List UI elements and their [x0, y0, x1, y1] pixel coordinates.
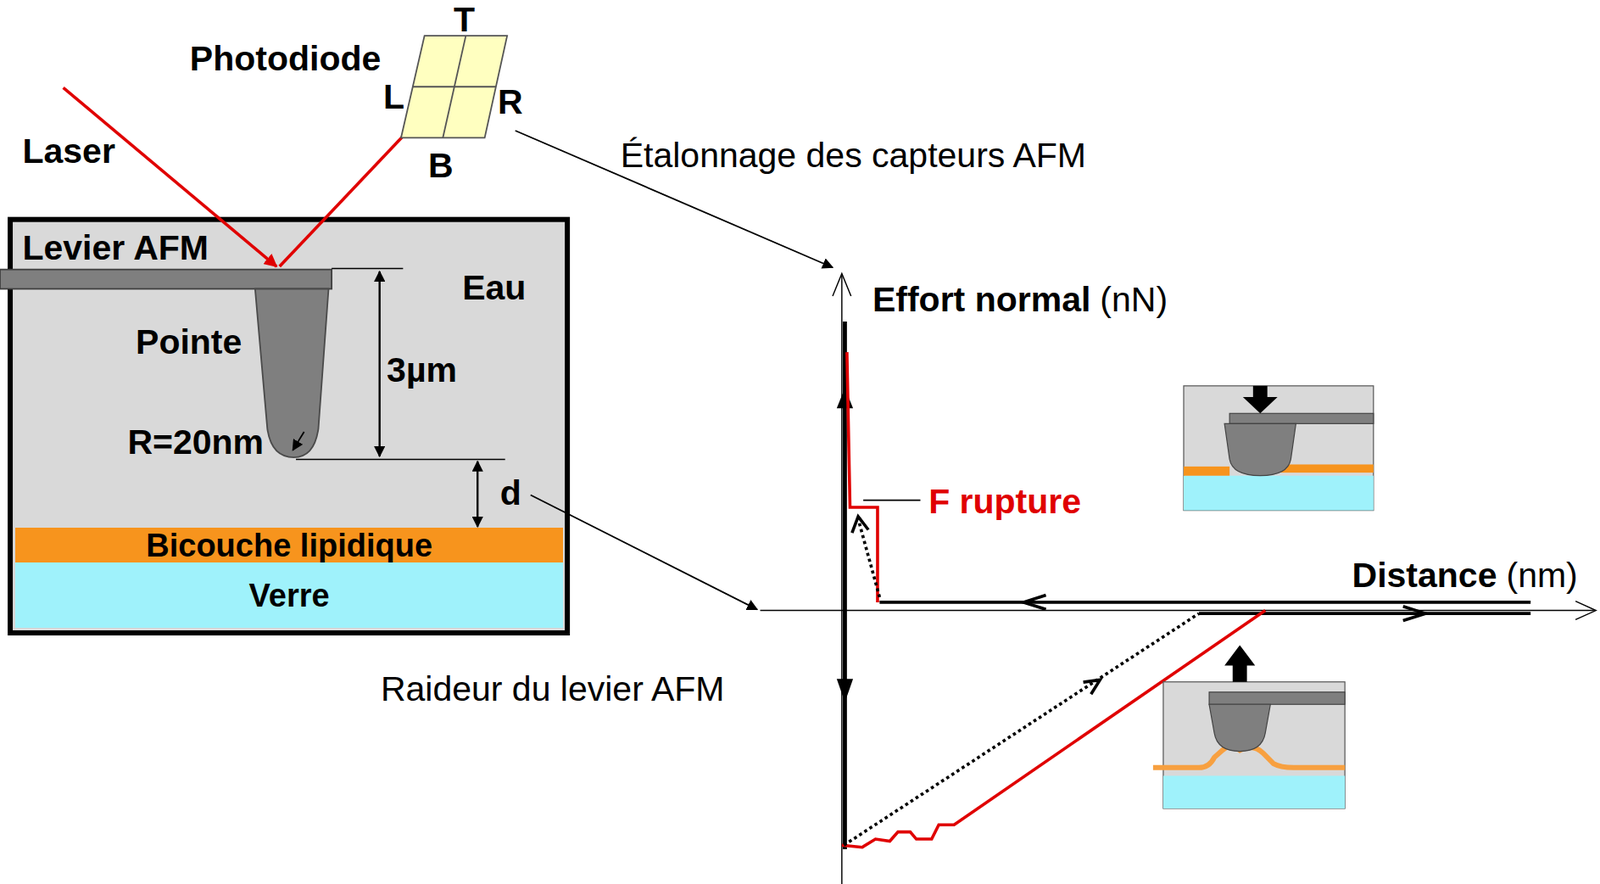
- force-curve-axes-part: [832, 273, 852, 296]
- dimension-label: 3µm: [386, 351, 458, 387]
- inset-retract-part: [1209, 691, 1345, 704]
- dimension-lines-part: [292, 431, 304, 451]
- inset-approach-part: [1243, 396, 1278, 413]
- dimension-lines-part: [295, 458, 506, 461]
- inset-retract-part: [1209, 703, 1271, 751]
- force-curve-part: [879, 600, 1531, 604]
- inset-approach-part: [1183, 466, 1230, 476]
- inset-approach-part: [1229, 412, 1374, 424]
- force-curve-part: [1403, 606, 1426, 621]
- leader-arrows: [515, 130, 921, 609]
- annotation: Raideur du levier AFM: [380, 671, 725, 707]
- afm-tip: Pointe: [255, 289, 329, 460]
- inset-approach-part: [1224, 423, 1296, 475]
- lipid-bilayer: Bicouche lipidique: [15, 527, 564, 564]
- water-cell: Eau Levier AFM PointeBicouche lipidiqueVer…: [10, 219, 568, 633]
- axis-unit: (nm): [1505, 557, 1578, 592]
- photodiode-quadrants-part: [401, 35, 508, 138]
- axis-title: Effort normal: [872, 281, 1091, 317]
- quadrant-letter: L: [383, 79, 405, 115]
- force-curve-axes: [760, 273, 1597, 884]
- force-curve-part: [843, 613, 1199, 845]
- inset-retract-part: [1232, 663, 1248, 681]
- inset-retract-part: [1224, 644, 1255, 665]
- force-curve-axes-part: [760, 609, 1595, 611]
- force-curve-axes-part: [841, 275, 842, 884]
- curve-label: F rupture: [928, 483, 1082, 519]
- node-label: Bicouche lipidique: [145, 529, 433, 562]
- axis-unit: (nN): [1099, 281, 1168, 317]
- dimension-lines-part: [476, 461, 479, 527]
- axis-title: Distance: [1352, 557, 1498, 592]
- force-curve-part: [1023, 594, 1046, 609]
- node-label: Verre: [249, 579, 330, 612]
- force-curve-part: [852, 516, 869, 533]
- quadrant-letter: B: [428, 147, 454, 183]
- inset-retract-part: [1163, 681, 1345, 809]
- leader-arrows-part: [863, 499, 920, 502]
- inset-approach-part: [1183, 385, 1374, 511]
- node-label: Levier AFM: [22, 230, 208, 266]
- force-curve-part: [1198, 611, 1531, 615]
- quadrant-letter: T: [453, 1, 475, 37]
- dimension-lines-part: [331, 267, 403, 270]
- node-label: Pointe: [135, 324, 242, 360]
- inset-approach: [1183, 385, 1374, 511]
- photodiode-sensor: Photodiode: [401, 35, 508, 138]
- photodiode-quadrants-part: [442, 35, 466, 138]
- photodiode-quadrants: [401, 35, 508, 138]
- glass-substrate: Verre: [15, 562, 564, 628]
- force-curve-part: [836, 678, 853, 703]
- force-curve-part: [858, 522, 880, 597]
- fluid-cell: [0, 219, 568, 633]
- dimension-label: d: [500, 475, 522, 511]
- fluid-cell-part: [255, 289, 329, 458]
- leader-arrows-part: [530, 495, 758, 610]
- force-curve: [836, 321, 1531, 849]
- dimension-lines-part: [378, 271, 380, 457]
- node-label: Eau: [462, 270, 526, 306]
- afm-cantilever: Levier AFM: [0, 269, 332, 290]
- annotation: Étalonnage des capteurs AFM: [620, 137, 1087, 173]
- inset-retract: [1153, 644, 1345, 809]
- inset-retract-part: [1163, 774, 1345, 809]
- force-curve-part: [836, 387, 853, 408]
- inset-approach-part: [1280, 463, 1374, 473]
- inset-approach-part: [1183, 475, 1374, 511]
- fluid-cell-part: [0, 269, 332, 290]
- force-curve-part: [847, 351, 878, 603]
- quadrant-letter: R: [497, 84, 524, 120]
- dimension-label: R=20nm: [127, 424, 264, 460]
- node-label: Photodiode: [189, 40, 381, 76]
- dimension-lines: [292, 267, 505, 526]
- force-curve-axes-part: [1575, 601, 1596, 620]
- force-curve-part: [1083, 679, 1101, 694]
- beam-label: Laser: [22, 133, 115, 169]
